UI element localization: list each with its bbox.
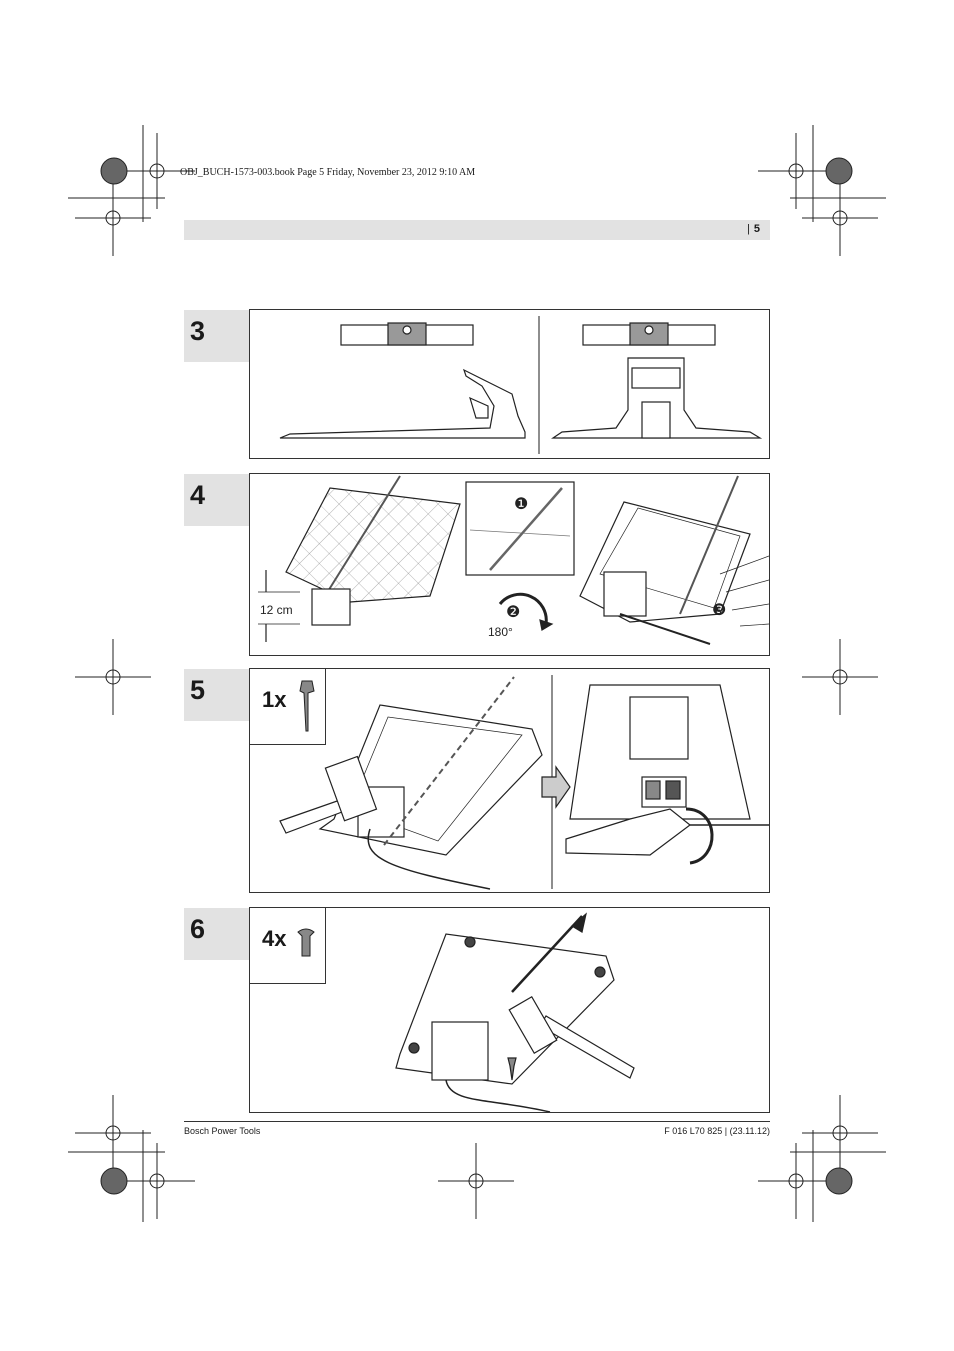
stake-quantity: 1x: [262, 687, 287, 712]
color-disk: [825, 1167, 853, 1195]
step-3-tab: 3: [184, 310, 250, 362]
step-number: 5: [190, 675, 206, 705]
step-5-illustration: [279, 675, 769, 890]
step-4-panel: 12 cm 180° ❶ ❷ ❸: [249, 473, 770, 656]
footer-rule: [184, 1121, 770, 1122]
step-number: 3: [190, 316, 206, 346]
stake-quantity-box: 1x: [250, 669, 326, 745]
color-disk: [825, 157, 853, 185]
step-4-illustration: 12 cm 180° ❶ ❷ ❸: [258, 475, 769, 645]
rotation-label: 180°: [488, 625, 513, 639]
peg-quantity: 4x: [262, 926, 287, 951]
step-4-tab: 4: [184, 474, 250, 526]
callout-3: ❸: [712, 602, 726, 619]
footer-doc-code: F 016 L70 825 | (23.11.12): [664, 1126, 770, 1136]
peg-quantity-box: 4x: [250, 908, 326, 984]
step-6-panel: 4x: [249, 907, 770, 1113]
step-6-tab: 6: [184, 908, 250, 960]
print-info: OBJ_BUCH-1573-003.book Page 5 Friday, No…: [180, 167, 476, 178]
stake-icon: [299, 680, 315, 732]
step-6-illustration: [395, 912, 635, 1112]
footer-brand: Bosch Power Tools: [184, 1126, 261, 1136]
step-3-illustration: [279, 316, 763, 454]
step-5-tab: 5: [184, 669, 250, 721]
step-3-panel: [249, 309, 770, 459]
callout-2: ❷: [506, 604, 520, 621]
callout-1: ❶: [514, 496, 528, 513]
step-number: 6: [190, 914, 206, 944]
color-disk: [100, 157, 128, 185]
peg-icon: [297, 928, 315, 957]
height-label: 12 cm: [260, 603, 293, 617]
color-disk: [100, 1167, 128, 1195]
header-bar: 5: [184, 220, 770, 240]
step-5-panel: 1x: [249, 668, 770, 893]
page-number: 5: [747, 223, 760, 235]
step-number: 4: [190, 480, 206, 510]
